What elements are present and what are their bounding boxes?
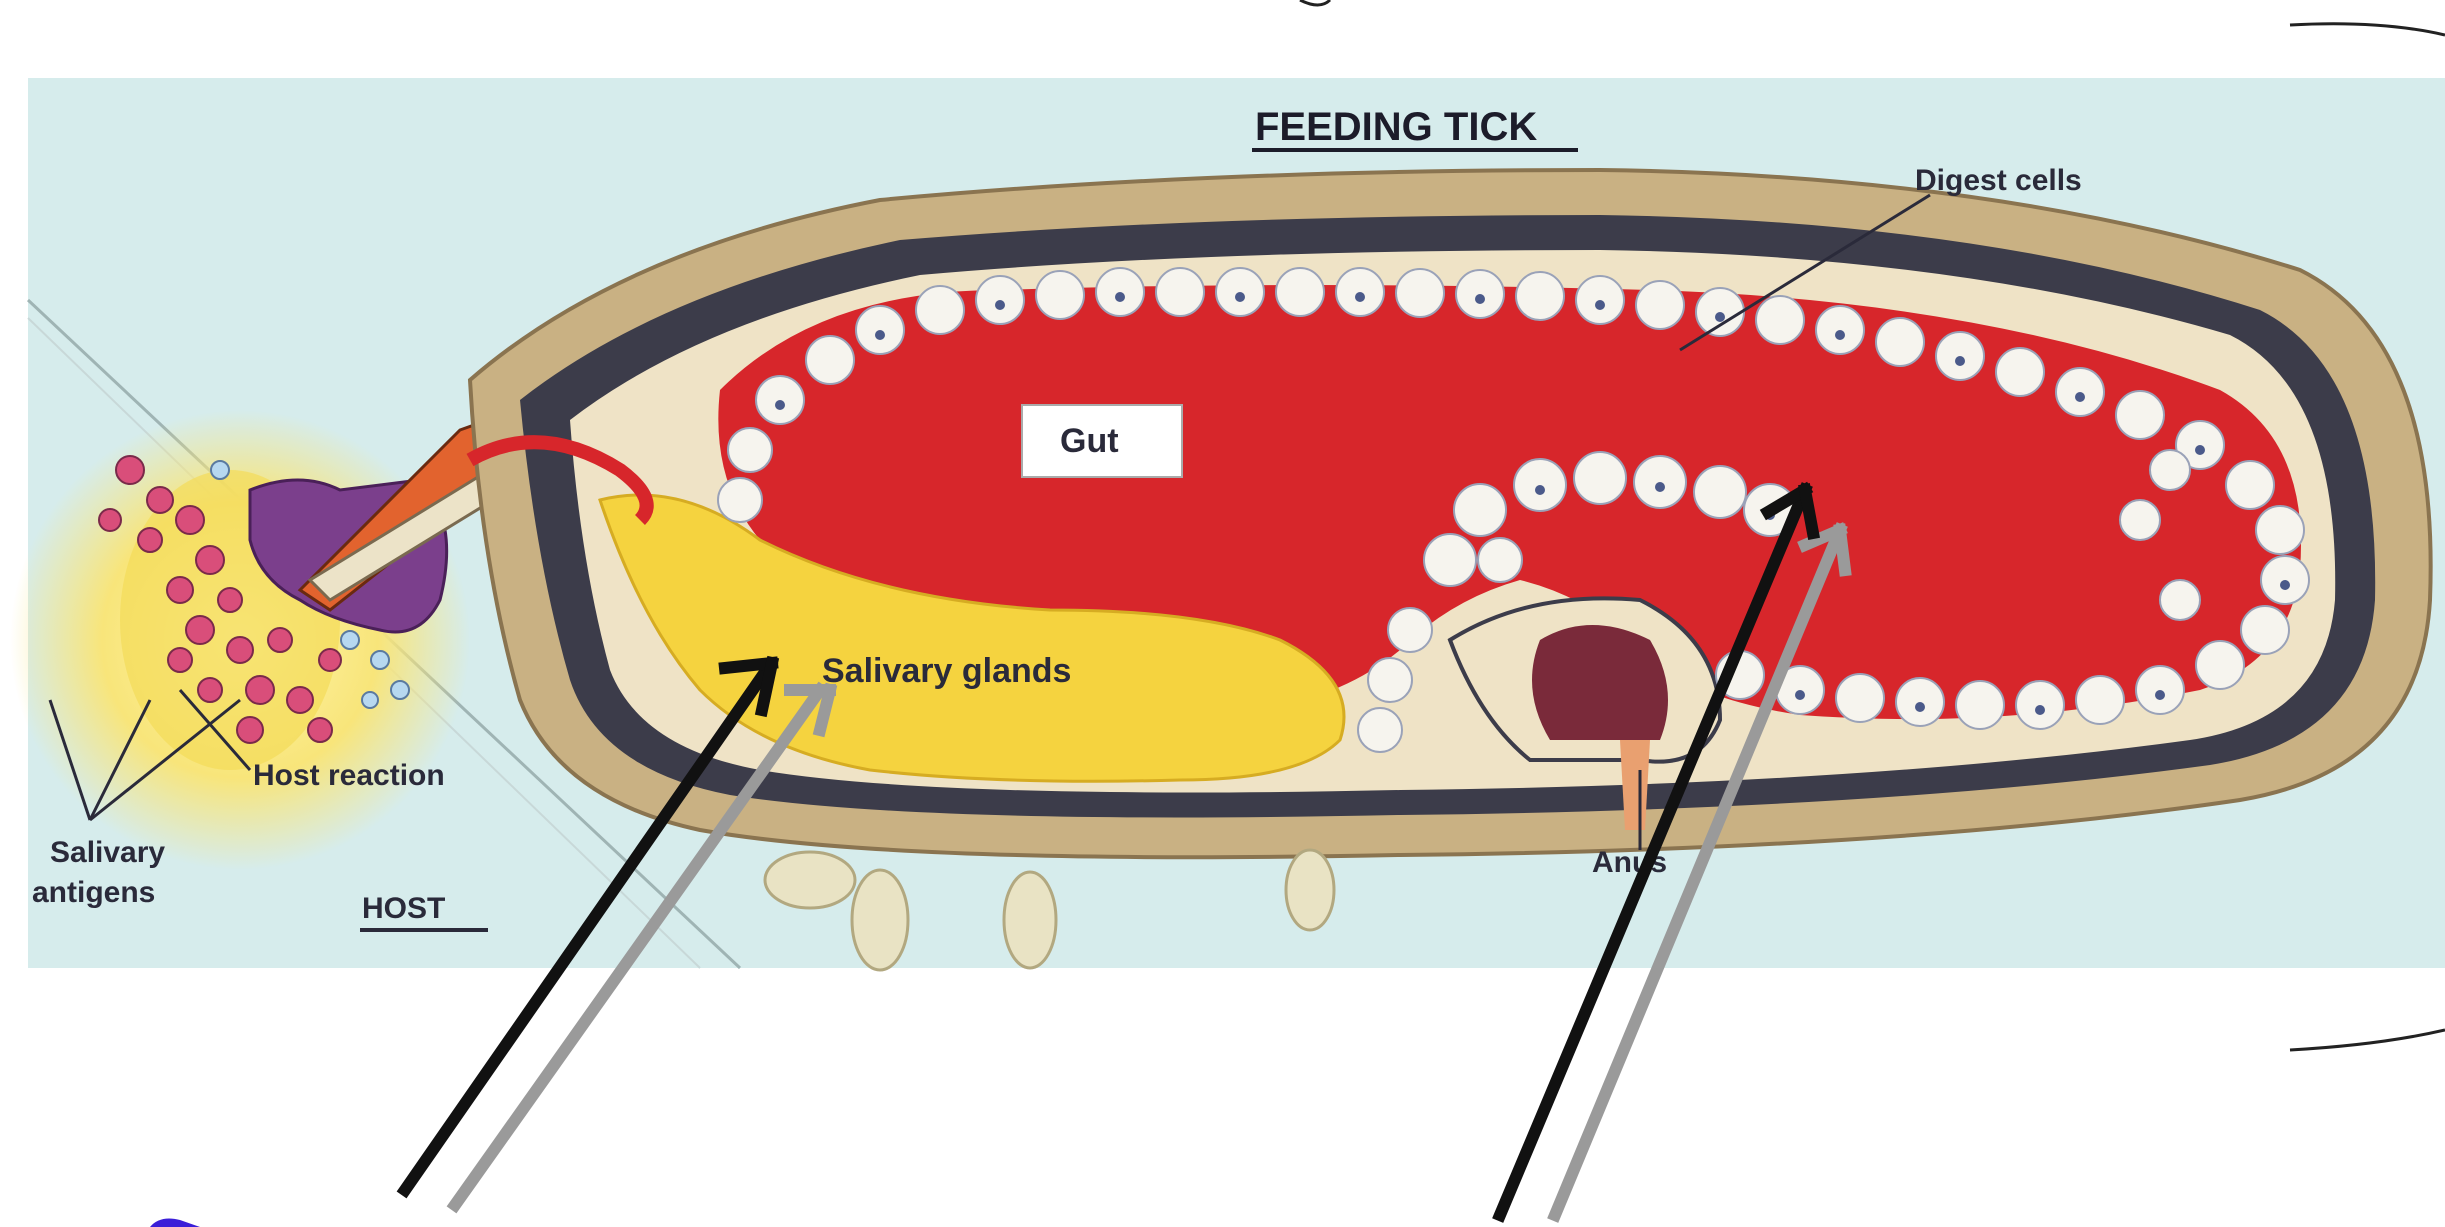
salivary-antigens-label-line2: antigens bbox=[32, 876, 155, 909]
diagram-title: FEEDING TICK bbox=[1255, 105, 1537, 149]
top-scribble bbox=[2290, 24, 2445, 35]
salivary-glands-label: Salivary glands bbox=[822, 652, 1071, 690]
right-scribble bbox=[2290, 1030, 2445, 1050]
digest-cells-label: Digest cells bbox=[1915, 164, 2082, 197]
top-scribble-2 bbox=[1300, 0, 1330, 5]
anus-chamber bbox=[1532, 625, 1668, 740]
gut-label: Gut bbox=[1060, 422, 1119, 460]
host-label: HOST bbox=[362, 892, 445, 925]
anus-duct bbox=[1620, 740, 1650, 830]
purple-fragment bbox=[150, 1219, 200, 1227]
host-reaction-label: Host reaction bbox=[253, 759, 445, 792]
salivary-antigens-label-line1: Salivary bbox=[50, 836, 165, 869]
